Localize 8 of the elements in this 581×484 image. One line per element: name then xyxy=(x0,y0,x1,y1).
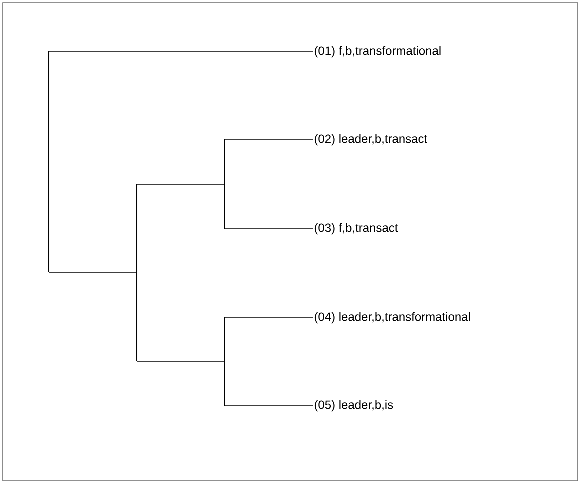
branch-line xyxy=(136,184,226,185)
branch-line xyxy=(48,272,138,274)
leaf-label: (01) f,b,transformational xyxy=(314,46,441,58)
leaf-label: (04) leader,b,transformational xyxy=(314,312,470,324)
leaf-label: (03) f,b,transact xyxy=(314,223,398,235)
leaf-label: (05) leader,b,is xyxy=(314,400,394,412)
branch-line xyxy=(224,228,314,230)
leaf-label: (02) leader,b,transact xyxy=(314,134,428,146)
